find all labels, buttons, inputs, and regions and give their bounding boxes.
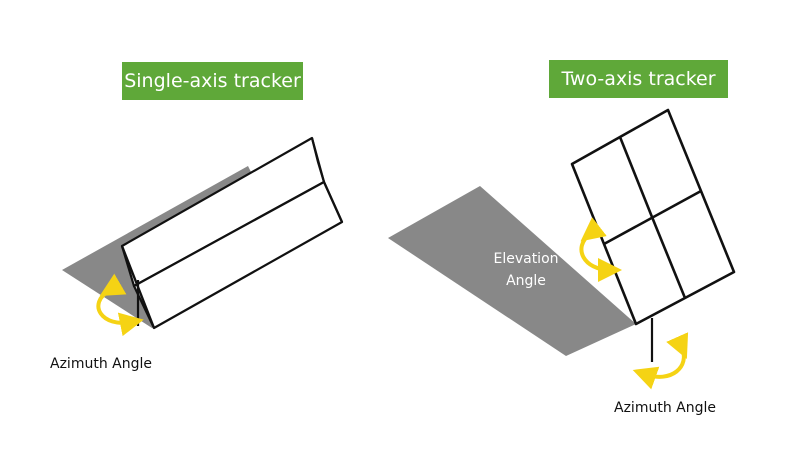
two-axis-tracker xyxy=(388,108,736,390)
ground-shadow-right xyxy=(388,186,636,356)
rotation-arrow-icon xyxy=(632,332,689,390)
elevation-angle-label: Elevation Angle xyxy=(490,248,562,292)
two-axis-tracker-title: Two-axis tracker xyxy=(549,60,728,98)
single-axis-tracker xyxy=(62,136,344,337)
rotation-arrow-icon xyxy=(96,273,144,337)
azimuth-angle-label-right: Azimuth Angle xyxy=(614,400,716,416)
elevation-label-line1: Elevation xyxy=(493,251,559,267)
panel-grid-divider-lower xyxy=(650,216,687,299)
panel-grid-divider-upper xyxy=(618,136,654,218)
azimuth-angle-label-left: Azimuth Angle xyxy=(50,356,152,372)
panel-end-edge xyxy=(310,137,344,223)
elevation-label-line2: Angle xyxy=(506,273,546,289)
rotation-arrow-icon xyxy=(579,217,622,282)
single-axis-tracker-title: Single-axis tracker xyxy=(122,62,303,100)
